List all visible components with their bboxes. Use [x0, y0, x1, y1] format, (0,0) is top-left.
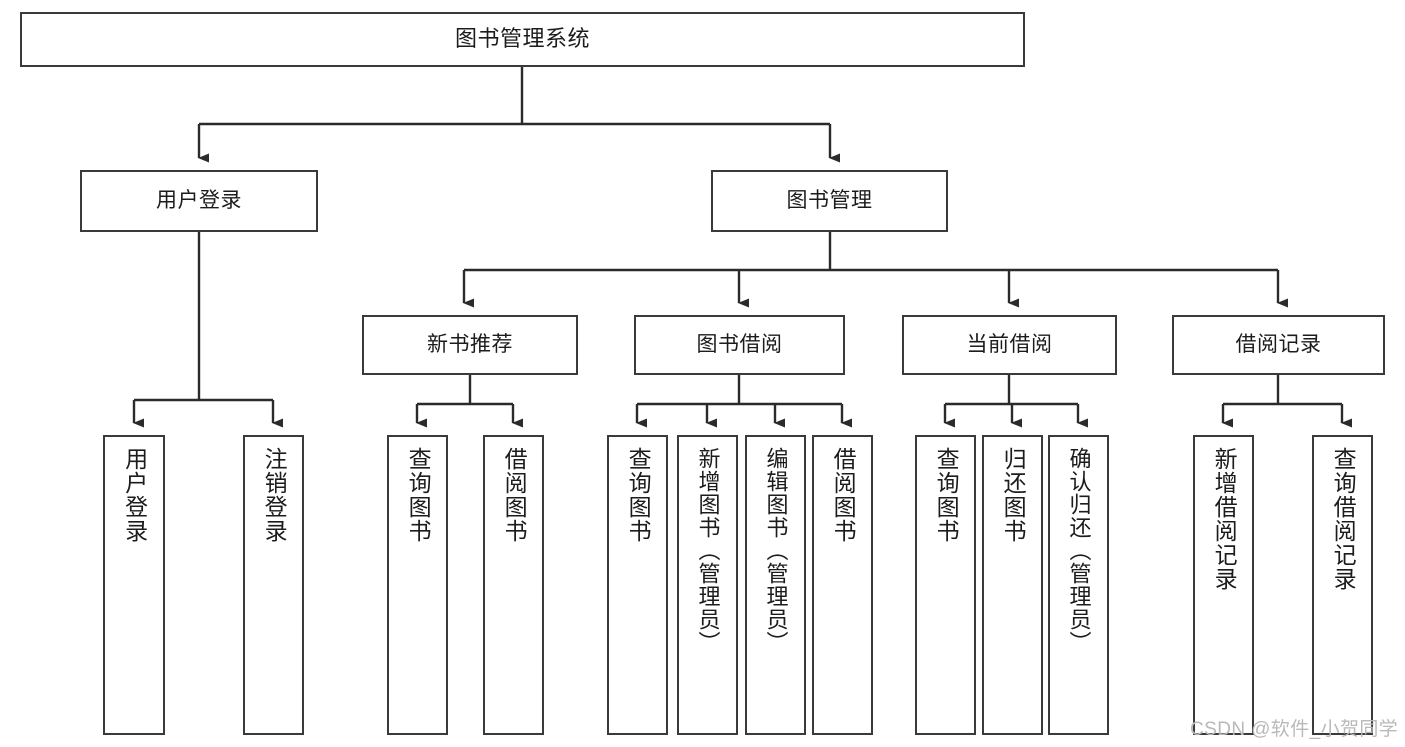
leaf-current-confirm-return-admin[interactable]: 确认归还（管理员）	[1048, 435, 1109, 735]
leaf-record-add-record[interactable]: 新增借阅记录	[1193, 435, 1254, 735]
leaf-current-return-book[interactable]: 归还图书	[982, 435, 1043, 735]
node-label: 查询图书	[625, 447, 652, 543]
leaf-borrow-edit-book-admin[interactable]: 编辑图书（管理员）	[745, 435, 806, 735]
node-label: 当前借阅	[966, 332, 1053, 356]
leaf-record-query-record[interactable]: 查询借阅记录	[1312, 435, 1373, 735]
leaf-user-login[interactable]: 用户登录	[103, 435, 165, 735]
node-label: 查询图书	[933, 447, 960, 543]
node-current-borrow[interactable]: 当前借阅	[902, 315, 1117, 375]
node-label: 用户登录	[156, 188, 242, 212]
node-label: 图书借阅	[696, 332, 783, 356]
node-label: 图书管理	[786, 188, 873, 212]
node-label: 编辑图书（管理员）	[763, 447, 789, 654]
node-label: 图书管理系统	[454, 26, 590, 52]
node-label: 新增借阅记录	[1211, 447, 1238, 591]
node-book-management[interactable]: 图书管理	[711, 170, 948, 232]
leaf-borrow-query-book[interactable]: 查询图书	[607, 435, 668, 735]
node-label: 借阅图书	[830, 447, 857, 543]
node-label: 注销登录	[261, 447, 288, 543]
node-root-system[interactable]: 图书管理系统	[20, 12, 1025, 67]
leaf-recommend-borrow-book[interactable]: 借阅图书	[483, 435, 544, 735]
node-user-login[interactable]: 用户登录	[80, 170, 318, 232]
node-label: 查询借阅记录	[1330, 447, 1357, 591]
node-label: 新书推荐	[427, 332, 513, 356]
leaf-borrow-borrow-book[interactable]: 借阅图书	[812, 435, 873, 735]
node-label: 借阅图书	[501, 447, 528, 543]
leaf-current-query-book[interactable]: 查询图书	[915, 435, 976, 735]
node-label: 查询图书	[405, 447, 432, 543]
leaf-borrow-add-book-admin[interactable]: 新增图书（管理员）	[677, 435, 738, 735]
node-label: 归还图书	[1000, 447, 1027, 543]
node-book-borrow[interactable]: 图书借阅	[634, 315, 845, 375]
node-label: 确认归还（管理员）	[1066, 447, 1092, 654]
node-label: 借阅记录	[1235, 332, 1322, 356]
leaf-recommend-query-book[interactable]: 查询图书	[387, 435, 448, 735]
node-label: 新增图书（管理员）	[695, 447, 721, 654]
node-borrow-record[interactable]: 借阅记录	[1172, 315, 1385, 375]
node-label: 用户登录	[121, 447, 148, 543]
watermark: CSDN @软件_小贺同学	[1190, 719, 1399, 740]
leaf-user-logout[interactable]: 注销登录	[243, 435, 304, 735]
node-new-book-recommend[interactable]: 新书推荐	[362, 315, 578, 375]
